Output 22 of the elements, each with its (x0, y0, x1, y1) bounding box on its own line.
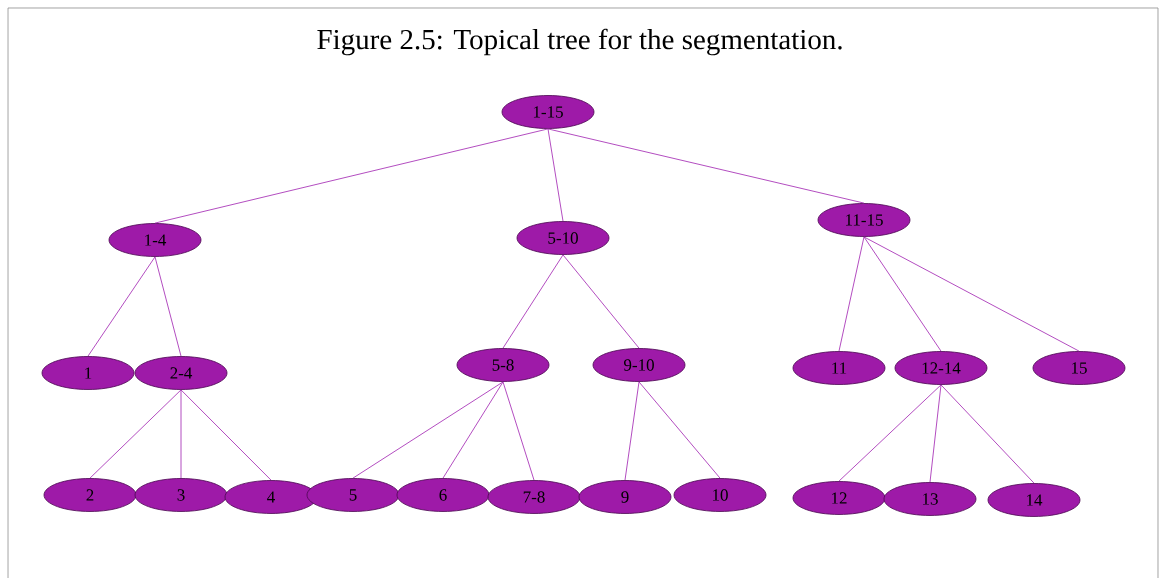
tree-line (89, 389, 182, 479)
tree-line (87, 256, 156, 357)
tree-line (547, 128, 865, 204)
tree-line (838, 236, 865, 352)
tree-line (562, 254, 640, 349)
tree-line (180, 389, 182, 479)
tree-line (929, 384, 942, 483)
tree-line (838, 384, 942, 482)
figure-title: Figure 2.5: Topical tree for the segmentation. (317, 28, 842, 56)
tree-line (863, 236, 942, 352)
tree-line (352, 381, 504, 479)
tree-line (863, 236, 1080, 352)
tree-line (940, 384, 1035, 484)
tree-line (624, 381, 640, 481)
tree-line (180, 389, 272, 481)
tree-line (547, 128, 564, 222)
tree-line (154, 128, 549, 224)
tree-line (502, 254, 564, 349)
tree-line (502, 381, 535, 481)
tree-line (154, 256, 182, 357)
tree-line (442, 381, 504, 479)
tree-line (638, 381, 721, 479)
